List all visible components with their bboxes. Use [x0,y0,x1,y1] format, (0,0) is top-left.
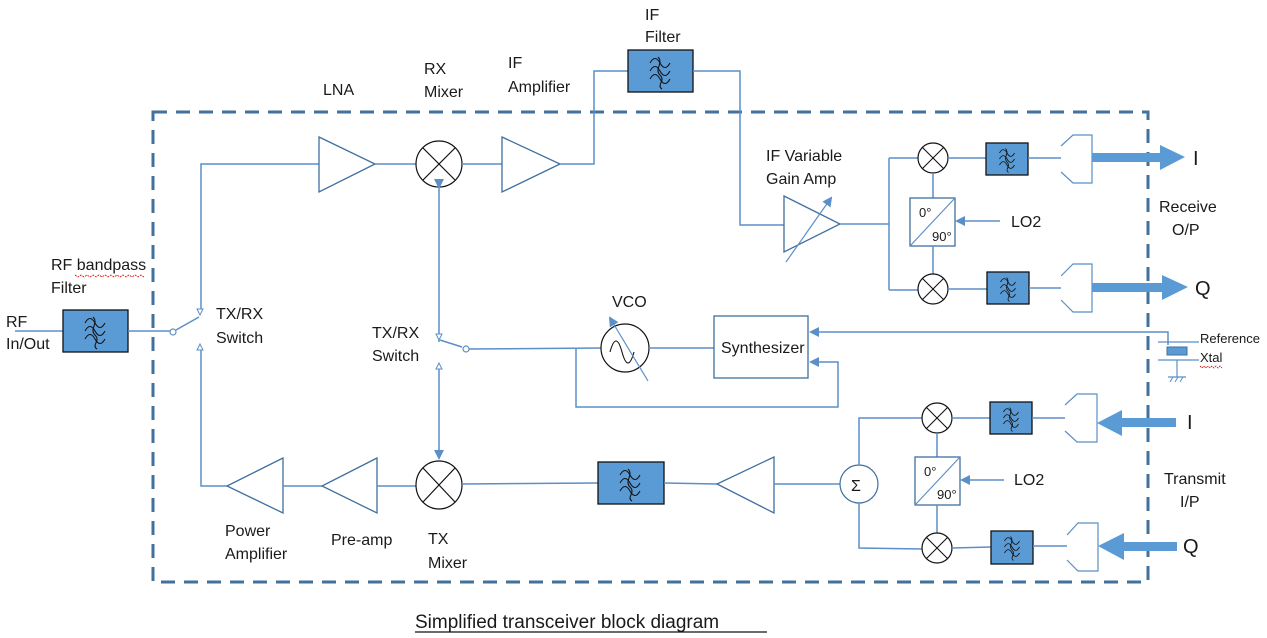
tx-driver-amp [715,455,775,515]
rx-i-mixer [917,142,949,174]
rx-i-filter [985,142,1029,176]
tx-i-mixer [921,402,953,434]
tx-q-label: Q [1183,536,1199,558]
lo2-tx-label: LO2 [1014,472,1044,489]
svg-text:I/P: I/P [1180,494,1200,511]
svg-text:Receive: Receive [1159,199,1217,216]
svg-text:TX: TX [428,531,449,548]
tx-filter [597,461,665,505]
rx-q-output-arrow [1092,275,1188,300]
svg-text:0°: 0° [924,464,936,479]
tx-q-mixer [921,532,953,564]
tx-q-filter [990,530,1034,565]
svg-text:90°: 90° [937,487,957,502]
svg-text:Power: Power [225,523,271,540]
vco-label: VCO [612,294,647,311]
if-amplifier-label: IF Amplifier [508,55,571,96]
lna-label: LNA [323,82,354,99]
svg-text:0°: 0° [919,205,931,220]
pre-amp-label: Pre-amp [331,532,392,549]
if-filter [627,49,694,93]
svg-text:Transmit: Transmit [1164,471,1226,488]
rx-q-mixer [917,273,949,305]
tx-i-filter [989,401,1033,435]
lna-amplifier [318,135,377,194]
svg-text:Switch: Switch [216,330,263,347]
receive-op-label: Receive O/P [1159,199,1217,239]
svg-text:O/P: O/P [1172,222,1200,239]
svg-text:IF: IF [645,7,659,24]
svg-text:RF: RF [6,314,28,331]
tx-mixer [415,460,463,510]
if-amplifier [501,135,562,194]
diagram-title: Simplified transceiver block diagram [415,612,767,633]
svg-text:TX/RX: TX/RX [216,306,263,323]
svg-text:Filter: Filter [645,29,681,46]
svg-text:Amplifier: Amplifier [225,546,288,563]
transmit-ip-label: Transmit I/P [1164,471,1226,511]
svg-text:Xtal: Xtal [1200,350,1223,365]
svg-text:Synthesizer: Synthesizer [721,340,805,357]
svg-text:RX: RX [424,61,447,78]
svg-text:Mixer: Mixer [424,84,464,101]
rx-i-label: I [1193,148,1199,170]
vco [600,316,650,382]
power-amplifier [225,456,284,515]
rx-i-output-arrow [1092,145,1185,170]
svg-text:Σ: Σ [851,478,861,495]
svg-text:Mixer: Mixer [428,555,468,572]
svg-text:Filter: Filter [51,280,87,297]
svg-text:Reference: Reference [1200,331,1260,346]
if-variable-gain-amp [783,194,842,263]
reference-xtal [1158,341,1199,383]
tx-i-input-arrow [1097,410,1176,436]
svg-text:90°: 90° [932,229,952,244]
rx-phase-shifter: 0° 90° [909,197,956,247]
rf-bandpass-label: RF bandpass Filter [51,257,146,297]
rx-mixer-label: RX Mixer [424,61,464,101]
rx-q-adc [1060,263,1093,313]
tx-phase-shifter: 0° 90° [914,456,961,506]
tx-q-dac [1066,522,1099,572]
svg-text:RF bandpass: RF bandpass [51,257,146,274]
rx-q-label: Q [1195,278,1211,300]
tx-mixer-label: TX Mixer [428,531,468,572]
txrx-switch-antenna[interactable] [169,308,204,351]
summer: Σ [839,464,879,504]
rx-q-filter [986,271,1030,305]
rf-bandpass-filter [62,309,129,353]
txrx-switch-lo-label: TX/RX Switch [372,325,419,365]
txrx-switch-antenna-label: TX/RX Switch [216,306,263,347]
synthesizer: Synthesizer [713,315,809,379]
rf-in-out-label: RF In/Out [6,314,50,353]
lo2-rx-label: LO2 [1011,214,1041,231]
svg-text:TX/RX: TX/RX [372,325,419,342]
pre-amp [320,456,378,515]
svg-text:In/Out: In/Out [6,336,50,353]
svg-text:Gain Amp: Gain Amp [766,171,836,188]
if-filter-label: IF Filter [645,7,681,46]
svg-text:Switch: Switch [372,348,419,365]
svg-text:IF Variable: IF Variable [766,148,842,165]
svg-text:Amplifier: Amplifier [508,79,571,96]
rx-i-adc [1060,134,1093,184]
power-amplifier-label: Power Amplifier [225,523,288,563]
tx-i-dac [1064,393,1098,443]
tx-q-input-arrow [1098,533,1177,560]
txrx-switch-lo[interactable] [435,333,470,370]
svg-text:IF: IF [508,55,522,72]
reference-xtal-label: Reference Xtal [1199,331,1260,369]
svg-text:Simplified transceiver block d: Simplified transceiver block diagram [415,612,719,633]
chip-boundary [151,110,1150,584]
tx-i-label: I [1187,412,1193,434]
rx-mixer [415,140,463,188]
if-vga-label: IF Variable Gain Amp [766,148,842,188]
